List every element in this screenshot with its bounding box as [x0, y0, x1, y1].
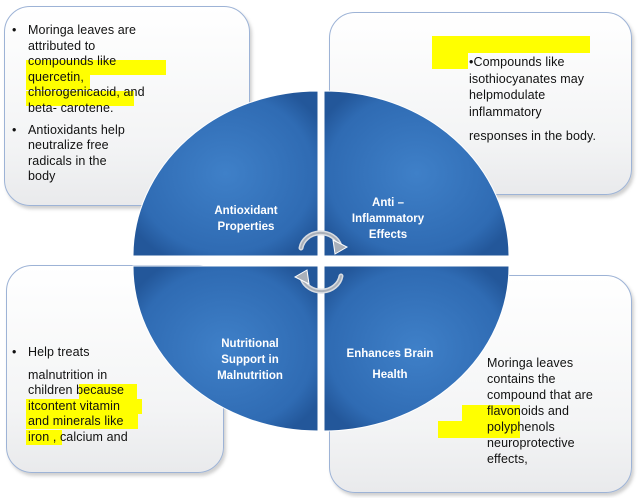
highlight — [79, 384, 137, 399]
brain-health-segment — [323, 265, 510, 432]
highlight — [432, 52, 468, 69]
text-line: attributed to — [28, 38, 96, 53]
text-line: flavonoids and — [487, 404, 570, 418]
bullet-line: •Moringa leaves are — [12, 23, 137, 37]
bullet-line: •Help treats — [12, 345, 90, 359]
text-line: polyphenols — [487, 420, 555, 434]
text-line: neuroprotective — [487, 436, 575, 450]
text-line: chlorogenicacid, and — [28, 85, 145, 100]
text-line: Moringa leaves — [487, 356, 574, 370]
antioxidant-label-2: Properties — [218, 221, 275, 233]
highlight — [432, 36, 590, 53]
highlight — [26, 75, 90, 90]
highlight — [462, 405, 520, 422]
text-line: helpmodulate — [469, 88, 546, 102]
nutrition-label-3: Malnutrition — [217, 370, 283, 382]
text-line: inflammatory — [469, 104, 542, 119]
text-line: neutralize free — [28, 138, 109, 153]
anti-inflammatory-text: •Compounds like isothiocyanates may help… — [469, 54, 596, 145]
text-line: •Compounds like — [469, 55, 565, 69]
text-line: responses in the body. — [469, 129, 597, 143]
text-line: malnutrition in — [28, 367, 108, 382]
highlight — [438, 421, 520, 438]
text-line: and minerals like — [28, 414, 124, 429]
text-line: iron , calcium and — [28, 429, 128, 444]
text-line: compound that are — [487, 388, 593, 402]
brain-health-label-2: Health — [372, 369, 407, 381]
nutrition-label-2: Support in — [221, 354, 279, 366]
text-line: beta- carotene. — [28, 100, 114, 115]
antioxidant-label-1: Antioxidant — [214, 205, 277, 217]
highlight — [26, 91, 134, 106]
antioxidant-segment — [132, 90, 319, 257]
highlight — [26, 399, 142, 414]
bullet-line: •Antioxidants help — [12, 122, 125, 137]
highlight — [26, 414, 138, 429]
cycle-arrows-icon — [293, 230, 349, 294]
text-line: isothiocyanates may — [469, 71, 585, 86]
text-line: radicals in the — [28, 153, 107, 168]
nutrition-label-1: Nutritional — [221, 338, 279, 350]
anti-inflammatory-label-3: Effects — [369, 229, 407, 241]
antioxidant-text: •Moringa leaves are attributed to compou… — [12, 23, 145, 185]
text-line: body — [28, 169, 56, 184]
brain-health-text: Moringa leaves contains the compound tha… — [487, 355, 593, 467]
text-line: itcontent vitamin — [28, 398, 121, 413]
nutrition-segment — [132, 265, 319, 432]
anti-inflammatory-segment — [323, 90, 510, 257]
highlight — [26, 430, 62, 445]
text-line: effects, — [487, 452, 528, 466]
highlight — [26, 60, 166, 75]
brain-health-label-1: Enhances Brain — [347, 348, 434, 360]
anti-inflammatory-label-1: Anti – — [372, 197, 405, 209]
text-line: children because — [28, 383, 125, 398]
text-line: quercetin, — [28, 69, 84, 84]
text-line: contains the — [487, 372, 556, 386]
anti-inflammatory-label-2: Inflammatory — [352, 213, 425, 225]
nutrition-text: •Help treats malnutrition in children be… — [12, 345, 128, 446]
text-line: compounds like — [28, 54, 117, 69]
